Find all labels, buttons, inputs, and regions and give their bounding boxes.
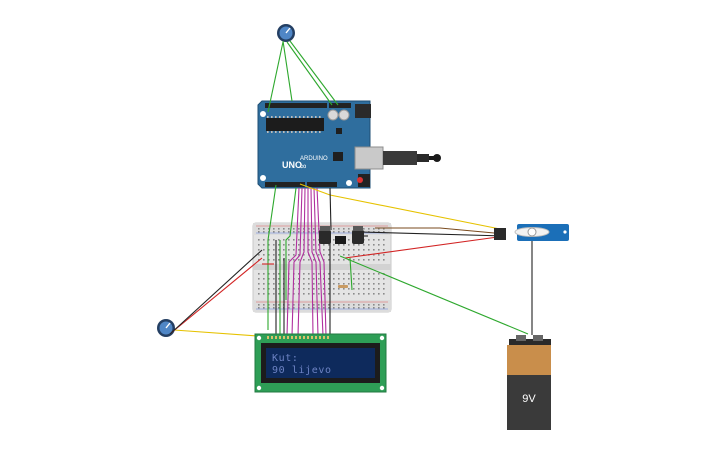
battery-9v[interactable]: 9V (507, 335, 551, 430)
servo-motor[interactable] (494, 224, 569, 241)
transistor[interactable] (335, 236, 346, 244)
lcd-pins (267, 336, 329, 339)
arduino-model-label: UNO (282, 160, 302, 170)
lcd-screen (266, 348, 375, 378)
lcd-line-1: Kut: (272, 353, 298, 364)
usb-cable (383, 151, 441, 165)
voltage-regulator-right[interactable] (352, 226, 364, 244)
voltage-regulator-left[interactable] (319, 226, 331, 244)
usb-port (354, 146, 384, 170)
reset-icon[interactable] (357, 177, 363, 183)
chip-pins (267, 116, 321, 133)
arduino-uno-board[interactable]: ARDUINO UNO ∞ (257, 100, 384, 189)
lcd-module[interactable]: Kut: 90 lijevo (254, 333, 387, 393)
potentiometer-top[interactable] (277, 24, 295, 42)
arduino-brand-label: ARDUINO (300, 156, 328, 162)
lcd-line-2: 90 lijevo (272, 365, 332, 376)
resistor[interactable] (338, 285, 348, 288)
arduino-infinity-icon: ∞ (300, 161, 306, 171)
potentiometer-left[interactable] (157, 319, 175, 337)
wires (169, 40, 533, 337)
battery-label: 9V (522, 393, 536, 405)
